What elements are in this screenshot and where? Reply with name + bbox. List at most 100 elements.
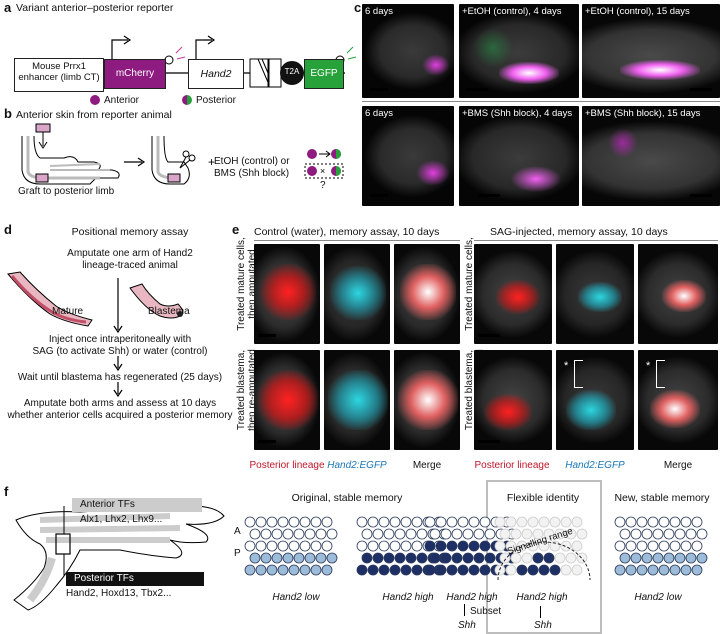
cell: [636, 564, 648, 576]
cell: [647, 564, 659, 576]
cell: [669, 516, 681, 528]
cell: [473, 528, 485, 540]
cell: [614, 516, 626, 528]
cell: [266, 564, 278, 576]
right-title-rule: [474, 240, 718, 241]
mcherry-box: mCherry: [104, 59, 166, 89]
cell: [696, 552, 708, 564]
cell: [288, 564, 300, 576]
cell: [321, 540, 333, 552]
egfp-box: EGFP: [304, 59, 344, 89]
image-e-l1-posterior: [254, 244, 320, 344]
cell: [516, 540, 528, 552]
cell: [680, 516, 692, 528]
cell: [494, 540, 506, 552]
cell: [440, 552, 452, 564]
anterior-tfs-title: Anterior TFs: [80, 499, 135, 510]
cell: [367, 540, 379, 552]
cell: [326, 552, 338, 564]
cell: [411, 516, 423, 528]
axis-p: P: [234, 548, 241, 559]
cell: [560, 516, 572, 528]
cell: [416, 552, 428, 564]
panel-c-divider: [362, 101, 720, 102]
cell: [538, 516, 550, 528]
cell: [424, 564, 436, 576]
cell: [510, 528, 522, 540]
signal-red: [260, 264, 316, 320]
cell: [462, 528, 474, 540]
cell: [299, 516, 311, 528]
cell: [394, 552, 406, 564]
cell: [691, 516, 703, 528]
enhancer-box: Mouse Prrx1 enhancer (limb CT): [14, 58, 104, 92]
cell: [505, 516, 517, 528]
state-3: Hand2 high: [446, 592, 498, 603]
signal-merge: [662, 280, 706, 312]
cell: [669, 564, 681, 576]
cell: [321, 564, 333, 576]
cell: [532, 528, 544, 540]
image-c5: +BMS (Shh block), 4 days: [459, 106, 579, 206]
step4-l2: whether anterior cells acquired a poster…: [7, 410, 233, 421]
cell: [636, 516, 648, 528]
cell: [435, 516, 447, 528]
graft-label: Graft to posterior limb: [18, 186, 115, 197]
cell: [383, 552, 395, 564]
cell: [400, 564, 412, 576]
image-e-l2-posterior: [254, 350, 320, 450]
cell: [658, 564, 670, 576]
memory-assay-diagram: [7, 271, 184, 398]
cell: [457, 516, 469, 528]
cell: [468, 540, 480, 552]
cell: [499, 552, 511, 564]
cell: [614, 564, 626, 576]
cell: [516, 564, 528, 576]
image-e-l2-merge: [394, 350, 460, 450]
cell: [435, 564, 447, 576]
subset-arrow: [464, 604, 465, 616]
cell: [479, 564, 491, 576]
cell: [630, 528, 642, 540]
cell: [435, 540, 447, 552]
cell: [473, 552, 485, 564]
cell: [378, 564, 390, 576]
image-c1-signal: [422, 54, 450, 76]
cell: [260, 528, 272, 540]
image-e-r2-merge: *: [638, 350, 718, 450]
shh-arrow: [540, 606, 541, 618]
image-e-l2-hand2: [324, 350, 390, 450]
signal-cyan: [578, 282, 622, 312]
signal-cyan: [566, 390, 616, 430]
cell: [680, 564, 692, 576]
step2-l2: SAG (to activate Shh) or water (control): [32, 346, 208, 357]
scalebar-e3: [478, 334, 500, 337]
cell: [304, 552, 316, 564]
cell: [389, 540, 401, 552]
flexible-title: Flexible identity: [506, 492, 580, 504]
cell: [505, 540, 517, 552]
cell: [446, 540, 458, 552]
scalebar-c5: [478, 194, 500, 197]
cell: [383, 528, 395, 540]
posterior-tfs-list: Hand2, Hoxd13, Tbx2...: [66, 588, 172, 599]
cell: [299, 564, 311, 576]
bracket-2: [656, 360, 665, 388]
cell: [416, 528, 428, 540]
cell: [468, 564, 480, 576]
image-e-r1-merge: [638, 244, 718, 344]
shh-1: Shh: [458, 620, 476, 631]
image-e-r1-posterior: [474, 244, 552, 344]
cell: [532, 552, 544, 564]
panel-b-title: Anterior skin from reporter animal: [16, 109, 172, 121]
cell: [549, 564, 561, 576]
cell: [614, 540, 626, 552]
step1-l2: lineage-traced animal: [82, 260, 178, 271]
cell: [663, 552, 675, 564]
cell: [625, 516, 637, 528]
cell: [691, 564, 703, 576]
cell: [451, 552, 463, 564]
image-c3: +EtOH (control), 15 days: [582, 4, 720, 98]
panel-d-letter: d: [4, 222, 12, 237]
